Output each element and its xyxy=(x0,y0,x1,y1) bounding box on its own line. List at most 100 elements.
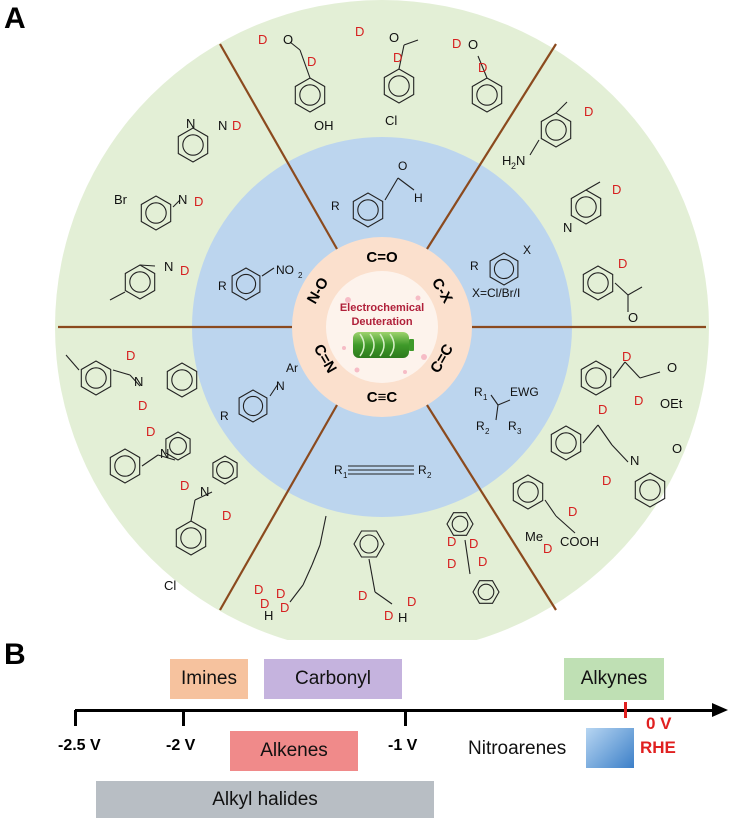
bond xyxy=(490,394,499,406)
deuterium-label: D xyxy=(307,54,316,69)
bond xyxy=(555,515,576,534)
deuterium-label: D xyxy=(180,478,189,493)
label-r2-alkene: R xyxy=(476,419,485,433)
sector-divider xyxy=(426,43,557,250)
label-halide-set: X=Cl/Br/I xyxy=(472,286,520,300)
benzene-ring xyxy=(550,425,582,461)
bond xyxy=(398,44,405,70)
tick-label-m25: -2.5 V xyxy=(58,737,101,754)
deuterium-label: D xyxy=(447,534,456,549)
bubble-decoration xyxy=(342,295,427,374)
aromatic-circle xyxy=(476,84,498,106)
label-n-amine-3: N xyxy=(200,484,209,499)
label-h-aldehyde: H xyxy=(414,191,423,205)
deuterium-label: D xyxy=(478,60,487,75)
label-o-ketone: O xyxy=(628,310,638,325)
aromatic-circle xyxy=(180,527,202,549)
label-o-amide: O xyxy=(672,441,682,456)
aromatic-circle xyxy=(575,196,597,218)
label-h-bottom-1: H xyxy=(264,608,273,623)
bond xyxy=(611,444,629,463)
battery-icon xyxy=(353,332,414,358)
bond xyxy=(289,584,304,603)
aromatic-circle xyxy=(129,271,151,293)
benzene-ring xyxy=(140,195,172,231)
label-cl-top: Cl xyxy=(385,113,397,128)
label-alkyne-r1-sub: 1 xyxy=(343,471,348,480)
aromatic-circle xyxy=(451,515,469,533)
label-br: Br xyxy=(114,192,128,207)
benzene-ring xyxy=(582,265,614,301)
label-o-2: O xyxy=(389,30,399,45)
bond xyxy=(112,369,131,376)
label-h-bottom-2: H xyxy=(398,610,407,625)
benzene-ring xyxy=(165,431,191,461)
deuterium-label: D xyxy=(612,182,621,197)
label-r-halide: R xyxy=(470,259,479,273)
bond xyxy=(374,591,393,605)
bond xyxy=(65,354,80,371)
aromatic-circle xyxy=(639,479,661,501)
aromatic-circle xyxy=(555,432,577,454)
benzene-ring xyxy=(352,192,384,228)
label-n-pyridine: N xyxy=(563,220,572,235)
label-h2n-n: N xyxy=(516,153,525,168)
label-alkyne-r1: R xyxy=(334,463,343,477)
aromatic-circle xyxy=(235,273,257,295)
tick-m2 xyxy=(182,710,185,726)
label-alkyne-r2-sub: 2 xyxy=(427,471,432,480)
deuterium-label: D xyxy=(280,600,289,615)
aromatic-circle xyxy=(585,367,607,389)
label-n-pyridyl-amine: N xyxy=(186,116,195,131)
sector-divider xyxy=(426,404,557,611)
tick-label-m1: -1 V xyxy=(388,737,418,754)
bond xyxy=(384,177,399,201)
benzene-ring xyxy=(238,389,268,423)
benzene-ring xyxy=(353,530,385,558)
axis-arrowhead xyxy=(712,703,728,717)
deuterium-label: D xyxy=(180,263,189,278)
deuterium-label: D xyxy=(146,424,155,439)
label-r-nitro: R xyxy=(218,279,227,293)
bond xyxy=(555,101,568,114)
bond xyxy=(311,544,321,566)
label-alkyne-r2: R xyxy=(418,463,427,477)
deuterium-label: D xyxy=(126,348,135,363)
label-r-imine: R xyxy=(220,409,229,423)
sector-divider xyxy=(219,404,338,611)
deuterium-label: D xyxy=(618,256,627,271)
aromatic-circle xyxy=(169,437,187,455)
bond xyxy=(141,454,159,467)
label-h2n-2: 2 xyxy=(511,161,516,171)
label-cl-bottom: Cl xyxy=(164,578,176,593)
label-cooh: COOH xyxy=(560,534,599,549)
label-o-3: O xyxy=(468,37,478,52)
label-r3-sub: 3 xyxy=(517,427,522,436)
range-carbonyl: Carbonyl xyxy=(264,659,402,699)
tick-m25 xyxy=(74,710,77,726)
bond-label-co: C=O xyxy=(366,249,398,266)
deuterium-label: D xyxy=(584,104,593,119)
benzene-ring xyxy=(212,455,238,485)
bond xyxy=(129,374,141,387)
benzene-ring xyxy=(294,77,326,113)
bond xyxy=(627,286,643,296)
tick-0 xyxy=(624,702,627,718)
potential-scale: -2.5 V -2 V -1 V 0 V RHE Imines Carbonyl… xyxy=(0,640,731,818)
deuterium-label: D xyxy=(452,36,461,51)
bond xyxy=(299,49,311,79)
bond xyxy=(529,139,540,156)
bond xyxy=(612,361,626,379)
benzene-ring xyxy=(175,520,207,556)
benzene-ring xyxy=(512,474,544,510)
aromatic-circle xyxy=(388,75,410,97)
label-h2n: H xyxy=(502,153,511,168)
deuterium-label: D xyxy=(138,398,147,413)
center-title-1: Electrochemical xyxy=(340,302,424,314)
bond xyxy=(464,539,471,575)
bond xyxy=(289,41,301,51)
aromatic-circle xyxy=(242,395,264,417)
tick-label-0: 0 V xyxy=(646,714,672,733)
aromatic-circle xyxy=(216,461,234,479)
